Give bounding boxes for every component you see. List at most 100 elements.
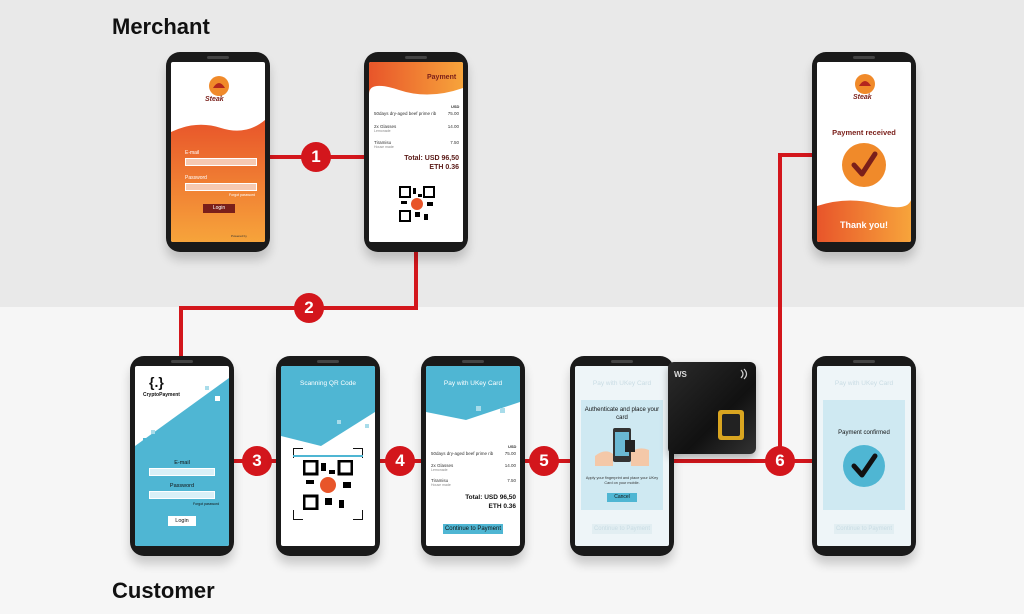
payment-confirmed-message: Payment confirmed [838,430,890,436]
item-2-name: Tiramisu [374,140,392,145]
connector-6-vertical [778,153,814,461]
currency-header: USD [508,444,517,449]
step-badge-6: 6 [765,446,795,476]
confirmed-title: Pay with UKey Card [834,380,894,387]
ukey-card: WS [668,362,756,454]
merchant-payment-screen: Payment USD 50days dry-aged beef prime r… [369,62,463,242]
card-brand: WS [674,370,687,379]
email-label: E-mail [174,460,190,466]
brand-name: Steak [205,96,224,103]
step-badge-5: 5 [529,446,559,476]
customer-scan-phone: Scanning QR Code [276,356,380,556]
item-1-price: 14.00 [504,463,516,468]
orange-header-wave [369,62,463,95]
customer-scan-screen: Scanning QR Code [281,366,375,546]
item-1-price: 14.00 [447,124,459,129]
password-label: Password [169,483,195,489]
phone-speaker [405,56,427,59]
thank-you-text: Thank you! [839,220,888,230]
phone-speaker [462,360,484,363]
fingerprint-card-hand-icon [595,428,649,466]
item-0-name: 50days dry-aged beef prime rib [431,451,494,456]
merchant-login-screen: Steak E-mail Password Forgot password Lo… [171,62,265,242]
item-0-price: 75.00 [504,451,516,456]
phone-speaker [317,360,339,363]
password-field[interactable] [149,491,215,499]
crypto-brackets-icon: {.} [149,374,164,390]
confirmed-dialog: Payment confirmed [823,400,905,510]
steak-logo-icon [855,74,875,94]
customer-login-screen: {.} CryptoPayment E-mail Password Forgot… [135,366,229,546]
item-1-name: 2x Glasses [374,124,397,129]
orange-wave-bg [171,120,265,242]
check-icon [842,143,886,187]
total-eth: ETH 0.36 [429,164,459,171]
merchant-heading: Merchant [112,14,210,39]
phone-speaker [853,360,875,363]
brand-name: CryptoPayment [143,392,180,398]
fingerprint-sensor-icon [718,410,744,440]
cancel-button[interactable]: Cancel [607,493,637,502]
orange-footer-wave [817,200,911,242]
merchant-received-screen: Steak Payment received Thank you! [817,62,911,242]
continue-to-payment-button[interactable]: Continue to Payment [443,524,503,534]
forgot-password-link[interactable]: Forgot password [229,193,256,197]
qr-scanner-frame [293,448,363,520]
pay-title: Pay with UKey Card [443,380,503,387]
item-2-price: 7.50 [450,140,459,145]
steak-logo-icon [209,76,229,96]
step-badge-1: 1 [301,142,331,172]
item-2-sub: House made [374,145,394,149]
item-2-price: 7.50 [507,478,516,483]
currency-header: USD [451,104,460,109]
auth-title: Pay with UKey Card [592,380,652,387]
brand-name: Steak [853,94,872,101]
auth-dialog: Authenticate and place your card Apply y… [581,400,663,510]
password-label: Password [185,175,207,181]
password-field[interactable] [185,183,257,191]
merchant-payment-phone: Payment USD 50days dry-aged beef prime r… [364,52,468,252]
total-usd: Total: USD 96,50 [404,155,459,162]
contactless-icon [740,368,748,380]
merchant-received-phone: Steak Payment received Thank you! [812,52,916,252]
item-1-sub: Lemonade [374,129,391,133]
step-badge-2: 2 [294,293,324,323]
phone-speaker [171,360,193,363]
phone-speaker [853,56,875,59]
item-0-price: 75.00 [447,111,459,116]
customer-login-phone: {.} CryptoPayment E-mail Password Forgot… [130,356,234,556]
customer-pay-phone: Pay with UKey Card USD 50days dry-aged b… [421,356,525,556]
total-eth: ETH 0.36 [488,503,516,510]
customer-heading: Customer [112,578,215,603]
item-1-name: 2x Glasses [431,463,454,468]
auth-heading: Authenticate and place your card [584,407,660,421]
customer-pay-screen: Pay with UKey Card USD 50days dry-aged b… [426,366,520,546]
total-usd: Total: USD 96,50 [465,494,516,501]
login-button[interactable]: Login [168,516,196,526]
customer-auth-screen: Pay with UKey Card Authenticate and plac… [575,366,669,546]
cyan-header-bg [281,366,375,446]
cyan-diagonal-bg [135,378,229,546]
item-0-name: 50days dry-aged beef prime rib [374,111,437,116]
payment-title: Payment [427,74,457,81]
item-1-sub: Lemonade [431,468,448,472]
item-2-name: Tiramisu [431,478,449,483]
email-field[interactable] [149,468,215,476]
phone-speaker [207,56,229,59]
customer-confirmed-phone: Pay with UKey Card Payment confirmed Con… [812,356,916,556]
auth-instructions: Apply your fingerprint and place your UK… [585,476,659,485]
merchant-login-phone: Steak E-mail Password Forgot password Lo… [166,52,270,252]
step-badge-4: 4 [385,446,415,476]
powered-by: Powered by [231,234,247,238]
email-field[interactable] [185,158,257,166]
login-button[interactable]: Login [203,204,235,213]
forgot-password-link[interactable]: Forgot password [193,502,220,506]
continue-to-payment-button[interactable]: Continue to Payment [592,524,652,534]
step-badge-3: 3 [242,446,272,476]
qr-code-icon [399,186,435,222]
check-icon [843,445,885,487]
continue-to-payment-button[interactable]: Continue to Payment [834,524,894,534]
scan-title: Scanning QR Code [299,380,356,387]
item-2-sub: House made [431,483,451,487]
email-label: E-mail [185,150,200,156]
